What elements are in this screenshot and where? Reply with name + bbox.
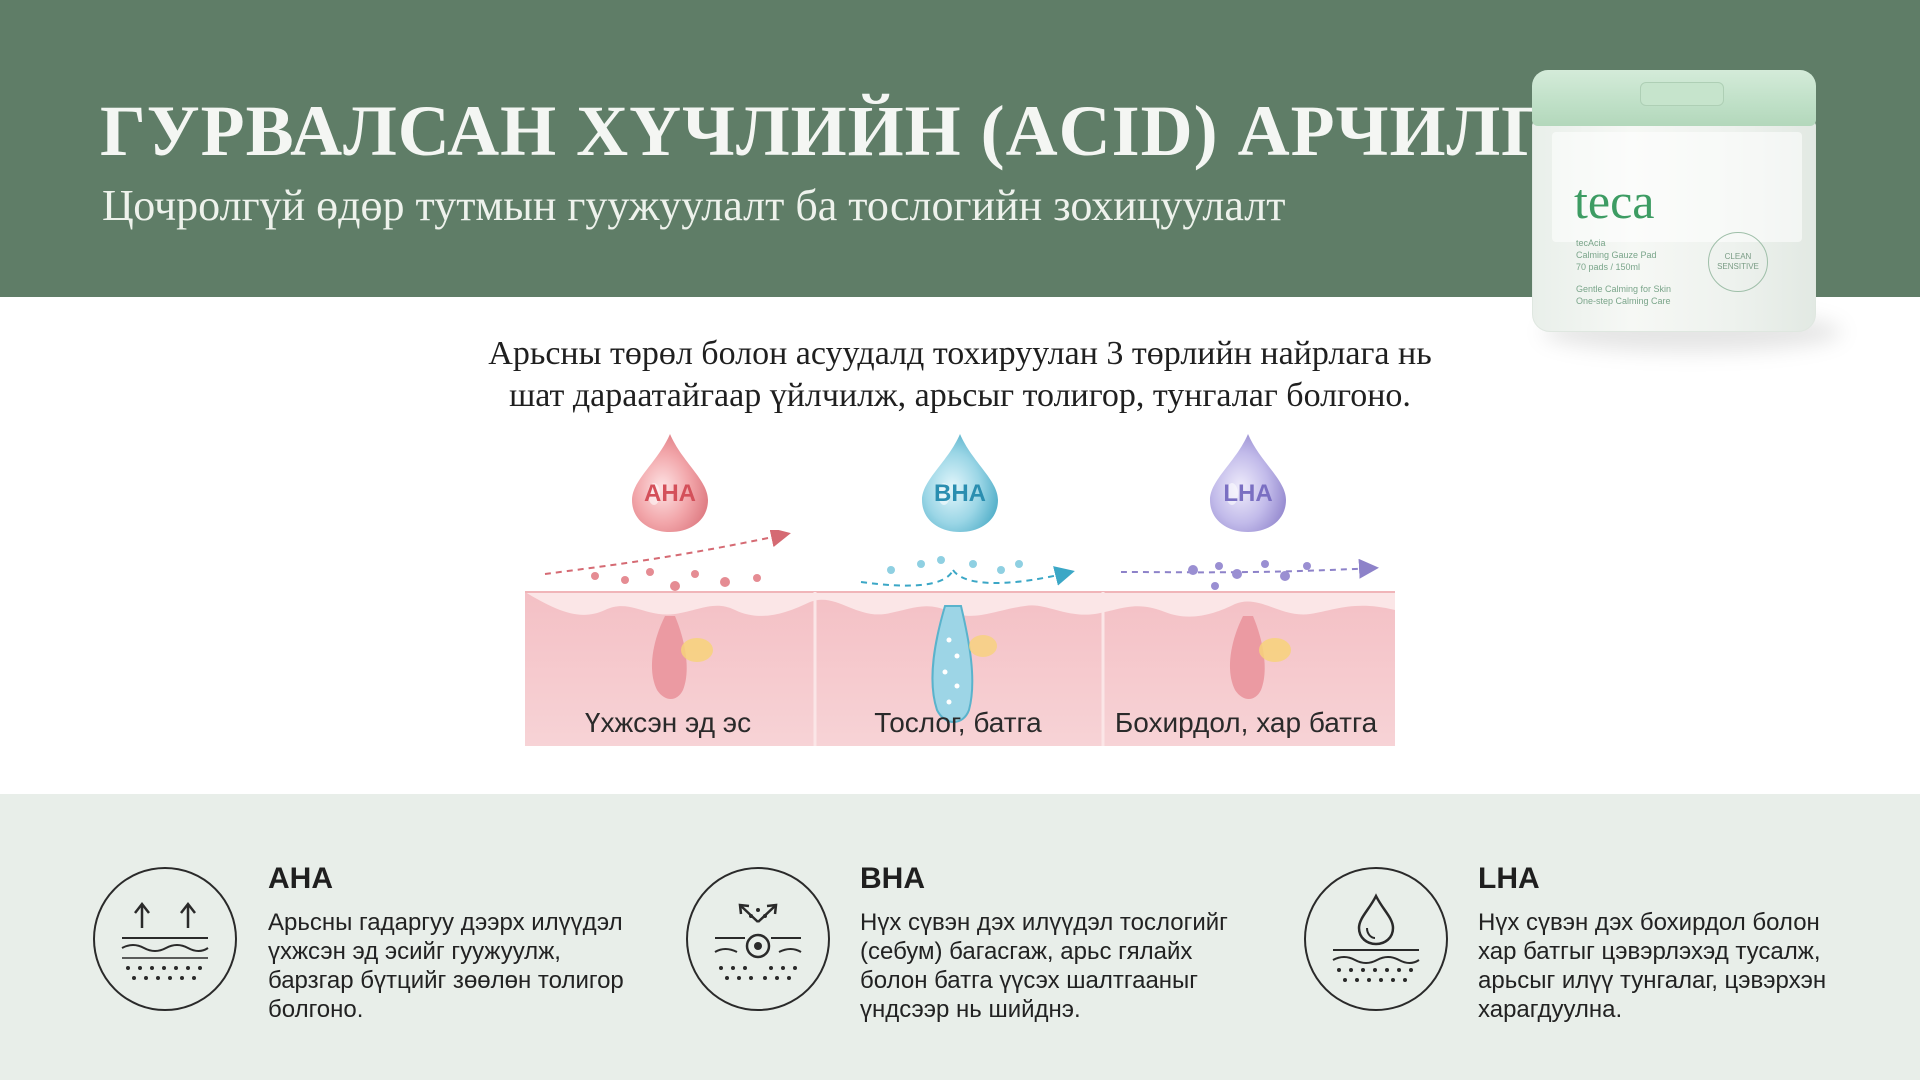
aha-droplet: AHA [630,432,710,532]
page-subtitle: Цочролгүй өдөр тутмын гуужуулалт ба тосл… [102,181,1286,230]
lha-droplet-icon [1210,434,1286,532]
aha-flow-arrow [544,530,791,575]
lha-flow-arrow [1120,558,1379,579]
aha-particles [591,568,761,591]
feature-desc-aha: Арьсны гадаргуу дээрх илүүдэл үхжсэн эд … [268,908,638,1024]
skin-label-bha: Тослог, батга [874,707,1042,738]
aha-droplet-icon [632,434,708,532]
skin-surface [525,592,1395,617]
product-line: Gentle Calming for Skin [1576,284,1672,294]
bha-particles [887,556,1023,574]
jar-pads [1552,132,1802,242]
feature-desc-line: Арьсны гадаргуу дээрх илүүдэл [268,909,623,936]
lha-droplet: LHA [1208,432,1288,532]
feature-desc-lha: Нүх сүвэн дэх бохирдол болон хар батгыг … [1478,908,1848,1024]
feature-desc-line: үндсээр нь шийднэ. [860,996,1081,1023]
exfoliate-arrows-icon [93,867,237,1011]
sebaceous-gland [969,635,997,657]
feature-desc-line: харагдуулна. [1478,996,1623,1023]
hair-follicle [1229,616,1265,699]
bha-label: BHA [934,480,986,507]
lha-label: LHA [1223,480,1273,507]
feature-title-aha: AHA [268,862,333,895]
lha-particles [1188,560,1311,590]
product-brand: teca [1574,173,1655,229]
feature-desc-line: Нүх сүвэн дэх бохирдол болон [1478,909,1820,936]
feature-desc-bha: Нүх сүвэн дэх илүүдэл тослогийг (себум) … [860,908,1230,1024]
feature-desc-line: барзгар бүтцийг зөөлөн толигор [268,967,624,994]
feature-desc-line: болгоно. [268,996,364,1023]
intro-text: Арьсны төрөл болон асуудалд тохируулан 3… [400,333,1520,417]
page-title: ГУРВАЛСАН ХҮЧЛИЙН (ACID) АРЧИЛГАА [100,91,1647,171]
jar-lid-tab [1640,82,1724,106]
feature-desc-line: арьсыг илүү тунгалаг, цэвэрхэн [1478,967,1827,994]
bha-droplet-icon [922,434,998,532]
skin-label-lha: Бохирдол, хар батга [1114,707,1378,738]
sebaceous-gland [681,638,713,662]
feature-desc-line: Нүх сүвэн дэх илүүдэл тослогийг [860,909,1228,936]
feature-desc-line: үхжсэн эд эсийг гуужуулж, [268,938,561,965]
product-line: One-step Calming Care [1576,296,1671,306]
feature-title-bha: BHA [860,862,925,895]
product-line: 70 pads / 150ml [1576,262,1641,272]
feature-desc-line: болон батга үүсэх шалтгааныг [860,967,1199,994]
aha-label: AHA [644,480,696,507]
intro-line: шат дараатайгаар үйлчилж, арьсыг толигор… [509,377,1411,414]
product-line: tecAcia [1576,238,1606,248]
skin-label-aha: Үхжсэн эд эс [584,707,752,738]
feature-desc-line: (себум) багасгаж, арьс гялайх [860,938,1193,965]
bha-droplet: BHA [920,432,1000,532]
product-jar: teca tecAcia Calming Gauze Pad 70 pads /… [1522,62,1842,362]
bha-pore-dots [942,637,960,705]
intro-line: Арьсны төрөл болон асуудалд тохируулан 3… [488,335,1432,372]
bha-flow-arrow [860,570,1071,586]
feature-desc-line: хар батгыг цэвэрлэхэд тусалж, [1478,938,1821,965]
sebaceous-gland [1259,638,1291,662]
pore-sebum-icon [686,867,830,1011]
skin-diagram [525,530,1395,746]
hair-follicle [651,616,687,699]
water-drop-layers-icon [1304,867,1448,1011]
product-line: Calming Gauze Pad [1576,250,1657,260]
features-band [0,794,1920,1080]
feature-title-lha: LHA [1478,862,1540,895]
product-seal: CLEAN SENSITIVE [1708,232,1768,292]
